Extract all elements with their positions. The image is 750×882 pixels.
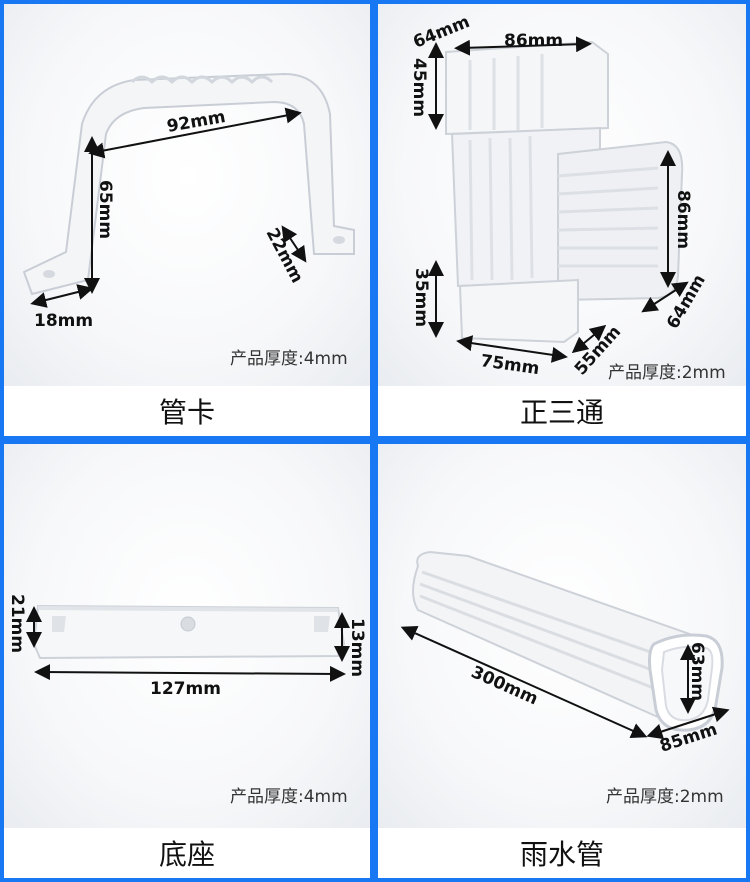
pipe-clamp-photo: 92mm 65mm 22mm 18mm 产品厚度:4mm [4, 4, 370, 386]
caption-downpipe: 雨水管 [378, 828, 746, 878]
thickness-note: 产品厚度:4mm [230, 349, 348, 369]
dim-base-height: 21mm [7, 594, 27, 653]
caption-tee-joint: 正三通 [378, 386, 746, 436]
panel-tee-joint: 64mm 86mm 45mm 86mm 64mm 35mm 75mm 55mm … [378, 4, 746, 436]
panel-pipe-clamp: 92mm 65mm 22mm 18mm 产品厚度:4mm 管卡 [4, 4, 370, 436]
dim-tee-top-height: 45mm [409, 58, 429, 117]
dim-clamp-foot: 22mm [262, 225, 307, 287]
panel-base: 21mm 127mm 13mm 产品厚度:4mm 底座 [4, 444, 370, 878]
dim-tee-top-depth: 64mm [410, 12, 472, 53]
downpipe-illustration: 300mm 63mm 85mm [400, 550, 730, 757]
thickness-note: 产品厚度:2mm [608, 363, 726, 383]
tee-joint-illustration: 64mm 86mm 45mm 86mm 64mm 35mm 75mm 55mm [409, 12, 710, 379]
thickness-note: 产品厚度:4mm [230, 787, 348, 807]
downpipe-photo: 300mm 63mm 85mm 产品厚度:2mm [378, 444, 746, 828]
dim-clamp-height: 65mm [95, 180, 115, 239]
dim-tee-side-height: 86mm [673, 190, 693, 249]
pipe-clamp-illustration: 92mm 65mm 22mm 18mm [22, 72, 355, 331]
dim-base-length: 127mm [150, 679, 221, 699]
dim-tee-bottom-height: 35mm [411, 268, 431, 327]
caption-pipe-clamp: 管卡 [4, 386, 370, 436]
base-illustration: 21mm 127mm 13mm [7, 594, 367, 699]
dim-tee-top-width: 86mm [504, 31, 563, 51]
tee-joint-photo: 64mm 86mm 45mm 86mm 64mm 35mm 75mm 55mm … [378, 4, 746, 386]
dim-downpipe-height: 63mm [687, 642, 707, 701]
thickness-note: 产品厚度:2mm [606, 787, 724, 807]
dim-base-end-height: 13mm [347, 618, 367, 677]
dim-tee-bottom-width: 75mm [479, 351, 540, 379]
panel-downpipe: 300mm 63mm 85mm 产品厚度:2mm 雨水管 [378, 444, 746, 878]
dim-downpipe-length: 300mm [468, 662, 541, 709]
dim-clamp-base: 18mm [34, 311, 93, 331]
caption-base: 底座 [4, 828, 370, 878]
base-photo: 21mm 127mm 13mm 产品厚度:4mm [4, 444, 370, 828]
